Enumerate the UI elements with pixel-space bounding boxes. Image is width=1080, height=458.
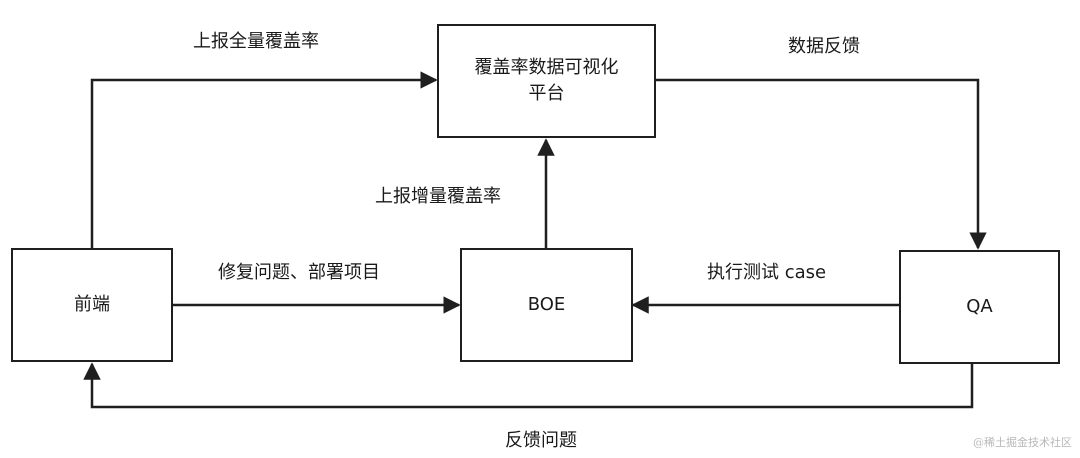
watermark: @稀土掘金技术社区: [973, 436, 1072, 449]
node-platform-line1: 覆盖率数据可视化: [474, 57, 619, 78]
node-visualization-platform: 覆盖率数据可视化 平台: [437, 24, 656, 138]
node-qa: QA: [899, 250, 1060, 364]
label-report-incremental-coverage: 上报增量覆盖率: [375, 186, 501, 207]
label-report-full-coverage: 上报全量覆盖率: [193, 31, 319, 52]
edge-platform-to-qa: [656, 78, 987, 250]
label-data-feedback: 数据反馈: [788, 36, 860, 57]
label-run-test-case: 执行测试 case: [707, 262, 827, 283]
node-frontend-label: 前端: [74, 294, 110, 315]
node-boe: BOE: [460, 248, 633, 362]
node-qa-label: QA: [966, 296, 993, 317]
node-platform-line2: 平台: [528, 83, 565, 104]
label-feedback-issues: 反馈问题: [505, 430, 577, 451]
node-boe-label: BOE: [527, 294, 566, 315]
edge-frontend-to-platform: [90, 71, 438, 248]
edge-qa-to-frontend: [83, 362, 974, 409]
label-fix-and-deploy: 修复问题、部署项目: [218, 262, 380, 283]
node-frontend: 前端: [11, 248, 173, 362]
